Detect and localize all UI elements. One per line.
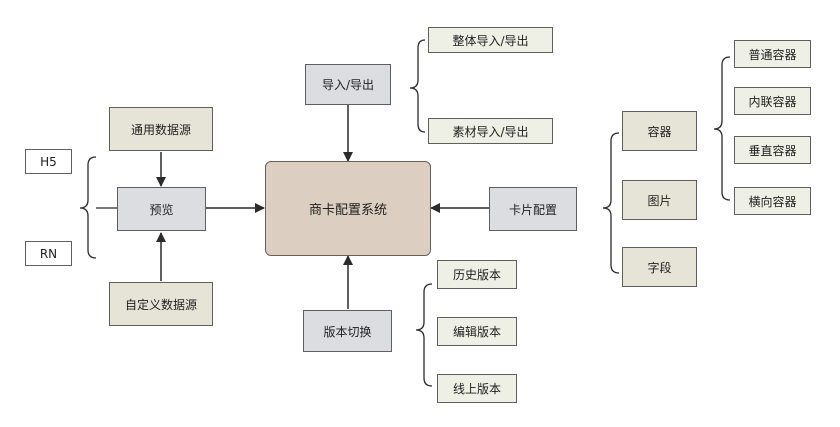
bracket-version-switch: [415, 283, 433, 387]
general-datasource-node: 通用数据源: [109, 107, 213, 151]
container-vertical: 垂直容器: [734, 136, 811, 164]
platform-h5: H5: [25, 149, 72, 174]
container-normal: 普通容器: [734, 40, 811, 68]
custom-datasource-node: 自定义数据源: [109, 282, 213, 326]
bracket-import-export: [409, 39, 426, 133]
version-edit: 编辑版本: [437, 317, 517, 346]
center-system-node: 商卡配置系统: [265, 161, 431, 256]
version-switch-node: 版本切换: [303, 310, 392, 352]
container-horizontal: 横向容器: [734, 187, 811, 215]
bracket-containers: [713, 56, 731, 201]
version-history: 历史版本: [437, 260, 517, 289]
container-inline: 内联容器: [734, 87, 811, 115]
card-config-node: 卡片配置: [489, 187, 577, 231]
preview-node: 预览: [117, 187, 206, 231]
version-online: 线上版本: [437, 374, 517, 403]
card-config-child-field: 字段: [622, 247, 697, 287]
bracket-preview-platforms: [79, 156, 97, 259]
platform-rn: RN: [25, 241, 72, 266]
bracket-card-config: [602, 132, 620, 274]
import-export-child-whole: 整体导入/导出: [428, 27, 553, 53]
card-config-child-image: 图片: [622, 180, 697, 220]
import-export-child-material: 素材导入/导出: [428, 118, 553, 144]
import-export-node: 导入/导出: [305, 64, 391, 105]
card-config-child-container: 容器: [622, 111, 697, 151]
